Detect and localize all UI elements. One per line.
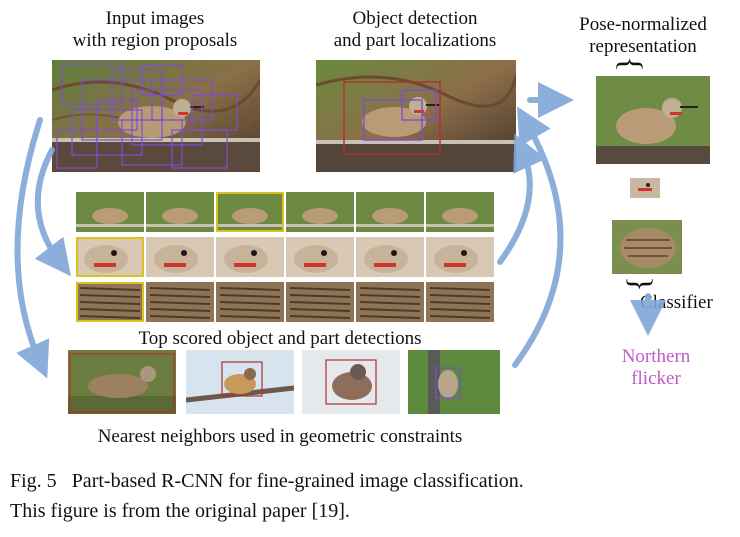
detection-image <box>316 60 516 172</box>
caption-line1: Fig. 5 Part-based R-CNN for fine-grained… <box>10 466 730 496</box>
result-label: Northern flicker <box>596 346 716 390</box>
caption-line2: This figure is from the original paper [… <box>10 500 350 522</box>
pose-head-image-graphic <box>630 178 660 198</box>
input-images-label: Input images with region proposals <box>40 8 270 52</box>
grid-thumb-r2-c1 <box>76 237 144 277</box>
arrow-input-to-grid <box>34 147 71 277</box>
input-image <box>52 60 260 172</box>
grid-thumb-r3-c3 <box>216 282 284 322</box>
result-label-line1: Northern <box>621 346 691 367</box>
grid-thumb-r1-c6 <box>426 192 494 232</box>
grid-thumb-r2-c2 <box>146 237 214 277</box>
grid-thumb-r2-c3 <box>216 237 284 277</box>
caption-text-line1: Part-based R-CNN for fine-grained image … <box>71 470 524 492</box>
grid-thumb-r3-c1 <box>76 282 144 322</box>
neighbor-image-1-graphic <box>68 350 176 414</box>
arrow-neighbors-to-detection <box>512 106 564 368</box>
neighbor-image-2-graphic <box>186 350 294 414</box>
figure-caption: Fig. 5 Part-based R-CNN for fine-grained… <box>10 466 730 526</box>
neighbor-image-3 <box>302 350 400 414</box>
pose-normalized-label-line2: representation <box>589 36 697 57</box>
arrow-grid-to-detection <box>497 133 546 265</box>
grid-thumb-r3-c4 <box>286 282 354 322</box>
object-detection-label-line2: and part localizations <box>333 30 497 51</box>
pose-head-image <box>630 178 660 198</box>
grid-thumb-r2-c6 <box>426 237 494 277</box>
grid-thumb-r2-c4 <box>286 237 354 277</box>
pose-normalized-label-line1: Pose-normalized <box>579 14 707 35</box>
neighbor-image-4-graphic <box>408 350 500 414</box>
grid-thumb-r1-c5 <box>356 192 424 232</box>
pose-whole-image-graphic <box>596 76 710 164</box>
result-label-line2: flicker <box>631 368 681 389</box>
detection-image-graphic <box>316 60 516 172</box>
object-detection-label: Object detection and part localizations <box>300 8 530 52</box>
neighbor-image-3-graphic <box>302 350 400 414</box>
pose-body-image-graphic <box>612 220 682 274</box>
caption-fig-number: Fig. 5 <box>10 470 57 492</box>
grid-thumb-r3-c2 <box>146 282 214 322</box>
grid-thumb-r2-c5 <box>356 237 424 277</box>
neighbor-image-4 <box>408 350 500 414</box>
top-scored-label: Top scored object and part detections <box>138 328 422 349</box>
pose-whole-image <box>596 76 710 164</box>
input-images-label-line1: Input images <box>105 8 205 29</box>
grid-thumb-r1-c1 <box>76 192 144 232</box>
grid-thumb-r3-c5 <box>356 282 424 322</box>
nearest-neighbors-label: Nearest neighbors used in geometric cons… <box>97 426 463 447</box>
object-detection-label-line1: Object detection <box>352 8 478 29</box>
grid-thumb-r1-c4 <box>286 192 354 232</box>
grid-thumb-r1-c3 <box>216 192 284 232</box>
pose-body-image <box>612 220 682 274</box>
neighbor-image-1 <box>68 350 176 414</box>
arrow-input-to-neighbors <box>14 117 50 379</box>
input-images-label-line2: with region proposals <box>72 30 238 51</box>
grid-thumb-r3-c6 <box>426 282 494 322</box>
neighbor-image-2 <box>186 350 294 414</box>
grid-thumb-r1-c2 <box>146 192 214 232</box>
pose-normalized-label: Pose-normalized representation <box>548 14 738 58</box>
input-image-graphic <box>52 60 260 172</box>
